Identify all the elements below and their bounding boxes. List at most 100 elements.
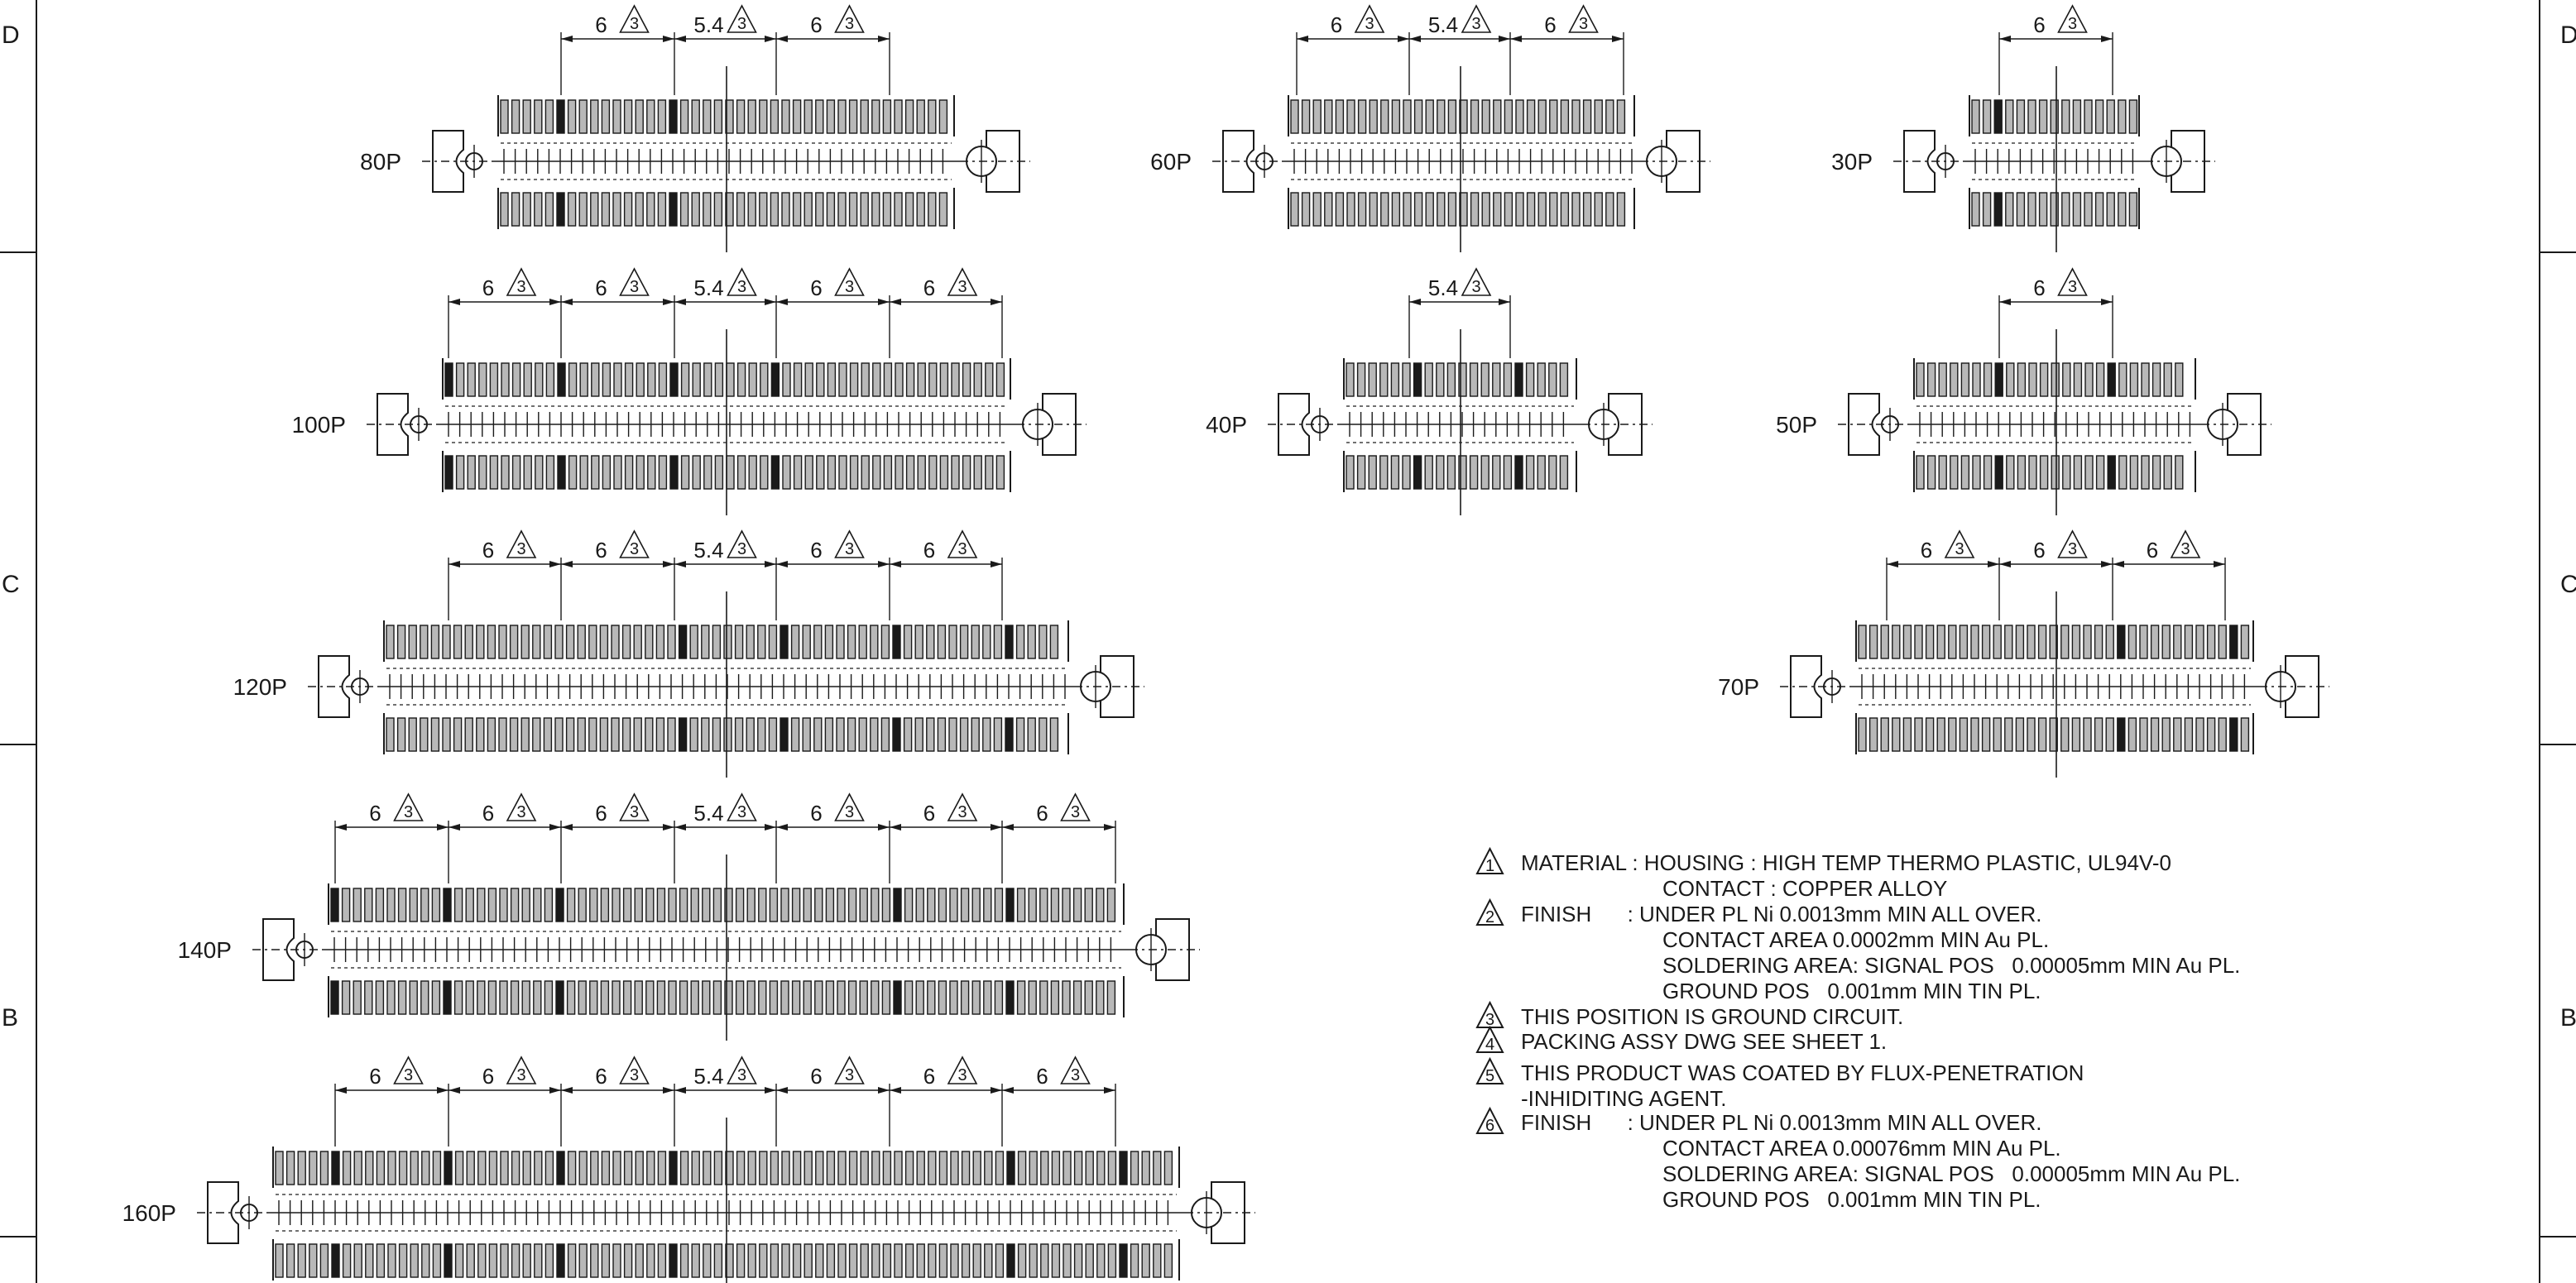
contact-pin xyxy=(838,455,847,490)
contact-pin xyxy=(454,1151,464,1185)
ground-callout-triangle-icon: 3 xyxy=(1944,529,1975,558)
contact-pin xyxy=(275,1243,284,1278)
contact-pin xyxy=(669,362,679,397)
contact-pin xyxy=(2017,455,2027,490)
contact-pin xyxy=(1972,362,1981,397)
note-6-line-2: CONTACT AREA 0.00076mm MIN Au PL. xyxy=(1662,1136,2061,1161)
note-5-line-2: -INHIDITING AGENT. xyxy=(1521,1086,1726,1111)
contact-pin xyxy=(465,888,474,922)
contact-pin xyxy=(813,625,823,659)
contact-pin xyxy=(747,192,756,227)
contact-pin xyxy=(928,455,938,490)
contact-pin xyxy=(557,362,566,397)
contact-pin xyxy=(1346,362,1355,397)
contact-pin xyxy=(386,980,396,1015)
contact-pin xyxy=(601,1243,611,1278)
40p-bottom-pin-row xyxy=(1343,451,1577,492)
contact-pin xyxy=(928,192,937,227)
contact-pin xyxy=(523,455,532,490)
ground-callout-triangle-icon: 3 xyxy=(834,1056,865,1084)
callout-mark: 3 xyxy=(1071,1066,1080,1084)
contact-pin xyxy=(1938,362,1947,397)
30p-housing-band xyxy=(1964,142,2145,180)
contact-pin xyxy=(2037,717,2047,752)
contact-pin xyxy=(826,1151,836,1185)
contact-pin xyxy=(453,888,463,922)
contact-pin xyxy=(1356,362,1366,397)
contact-pin xyxy=(442,625,451,659)
contact-pin xyxy=(635,99,644,134)
triangle-outline xyxy=(947,267,978,296)
contact-pin xyxy=(398,1151,408,1185)
contact-pin xyxy=(341,888,351,922)
callout-mark: 3 xyxy=(1365,15,1374,33)
contact-pin xyxy=(1436,455,1445,490)
contact-pin xyxy=(926,717,935,752)
contact-pin xyxy=(554,717,564,752)
contact-pin xyxy=(568,362,578,397)
contact-pin xyxy=(1379,362,1389,397)
contact-pin xyxy=(2027,625,2036,659)
contact-pin xyxy=(792,1243,802,1278)
dimension-value: 6 xyxy=(923,275,935,300)
contact-pin xyxy=(396,625,406,659)
contact-pin xyxy=(668,980,677,1015)
contact-pin xyxy=(1015,717,1025,752)
contact-pin xyxy=(768,717,778,752)
contact-pin xyxy=(758,980,767,1015)
triangle-outline xyxy=(727,4,757,33)
arrow-head xyxy=(1499,36,1510,42)
contact-pin xyxy=(430,717,440,752)
contact-pin xyxy=(713,99,723,134)
arrow-head xyxy=(765,561,776,567)
contact-pin xyxy=(725,1151,734,1185)
contact-pin xyxy=(837,980,846,1015)
arrow-head xyxy=(437,824,449,831)
contact-pin xyxy=(1005,980,1015,1015)
contact-pin xyxy=(319,1243,329,1278)
contact-pin xyxy=(398,1243,408,1278)
contact-pin xyxy=(1936,717,1945,752)
contact-pin xyxy=(568,455,578,490)
callout-mark: 3 xyxy=(2068,278,2077,296)
arrow-head xyxy=(991,299,1002,305)
arrow-head xyxy=(1999,299,2011,305)
contact-pin xyxy=(1085,1243,1094,1278)
40p-left-mounting-ear xyxy=(1268,393,1338,456)
contact-pin xyxy=(2105,625,2114,659)
triangle-outline xyxy=(2057,529,2088,558)
80p-right-mounting-ear xyxy=(960,130,1030,193)
contact-pin xyxy=(1346,99,1355,134)
contact-pin xyxy=(726,455,735,490)
40p-top-pin-row xyxy=(1343,358,1577,400)
contact-pin xyxy=(703,192,712,227)
contact-pin xyxy=(464,717,473,752)
contact-pin xyxy=(522,192,531,227)
ground-callout-triangle-icon: 3 xyxy=(1060,1056,1091,1084)
contact-pin xyxy=(825,888,835,922)
contact-pin xyxy=(364,888,373,922)
contact-pin xyxy=(2107,362,2116,397)
contact-pin xyxy=(1039,625,1048,659)
note-6-mark: 6 xyxy=(1485,1117,1494,1135)
contact-pin xyxy=(760,362,769,397)
contact-pin xyxy=(498,717,507,752)
contact-pin xyxy=(534,1151,543,1185)
contact-pin xyxy=(690,888,699,922)
contact-pin xyxy=(1301,99,1311,134)
ground-callout-triangle-icon: 3 xyxy=(1060,792,1091,821)
arrow-head xyxy=(561,299,573,305)
contact-pin xyxy=(736,1151,746,1185)
contact-pin xyxy=(982,625,991,659)
160p-top-pin-row xyxy=(272,1147,1180,1188)
dimension-value: 6 xyxy=(482,801,494,826)
contact-pin xyxy=(984,1243,993,1278)
contact-pin xyxy=(1084,980,1093,1015)
contact-pin xyxy=(1369,192,1378,227)
contact-pin xyxy=(770,1151,780,1185)
contact-pin xyxy=(928,99,937,134)
zone-letter-left-c: C xyxy=(2,571,20,598)
contact-pin xyxy=(1027,625,1036,659)
arrow-head xyxy=(663,824,674,831)
